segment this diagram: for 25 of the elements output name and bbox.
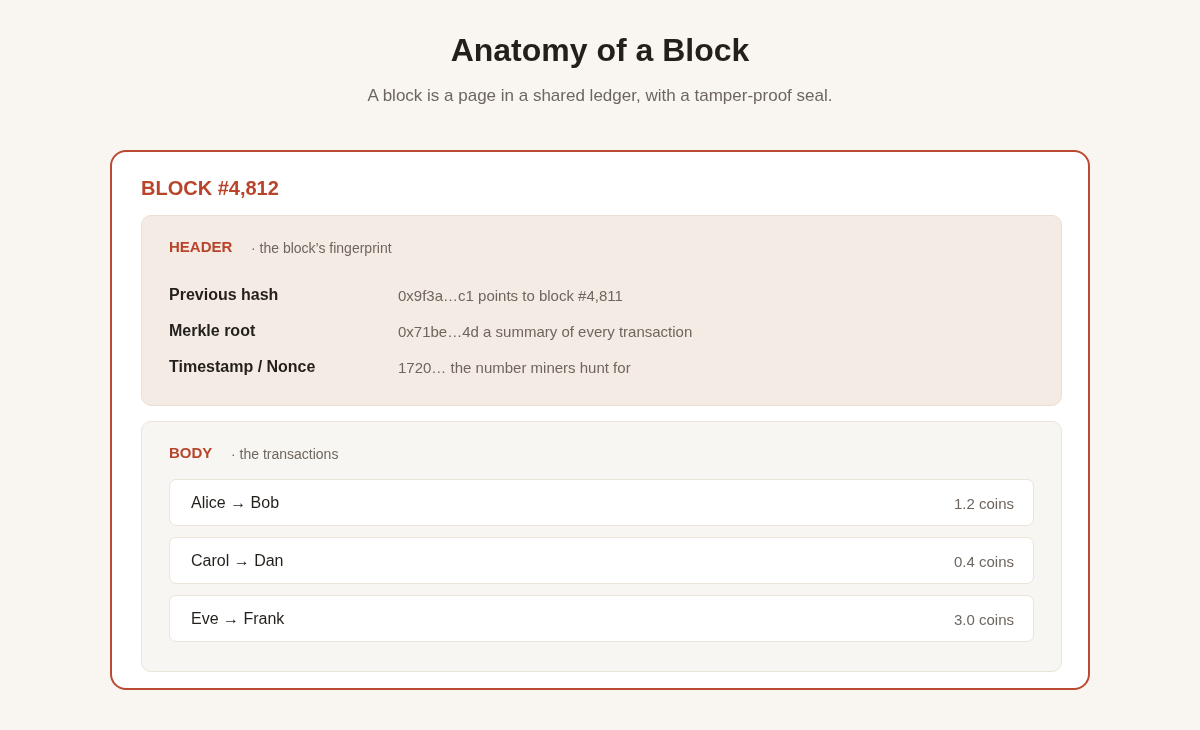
transaction-amount: 3.0 coins [953,610,1014,630]
field-value: 0x9f3a…c1 points to block #4,811 [398,286,623,306]
transaction-row [169,595,1034,642]
section-heading: HEADER [169,237,233,257]
transaction-parties: Eve → Frank [191,609,285,629]
section-note: · the transactions [231,445,339,464]
page-title: Anatomy of a Block [450,31,750,70]
block-card [110,150,1090,690]
transaction-amount: 0.4 coins [953,552,1014,572]
section-note: · the block’s fingerprint [251,239,392,258]
section-heading: BODY [169,443,213,463]
transaction-parties: Carol → Dan [191,551,284,571]
body-panel [141,421,1062,672]
field-value: 0x71be…4d a summary of every transaction [398,322,693,342]
field-label: Previous hash [169,285,279,305]
subtitle: A block is a page in a shared ledger, with a tamper-proof seal. [367,85,833,107]
block-title: BLOCK #4,812 [141,176,279,200]
transaction-amount: 1.2 coins [953,494,1014,514]
field-label: Merkle root [169,321,256,341]
transaction-row [169,479,1034,526]
field-value: 1720… the number miners hunt for [398,358,631,378]
field-label: Timestamp / Nonce [169,357,316,377]
transaction-parties: Alice → Bob [191,493,280,513]
header-panel [141,215,1062,406]
transaction-row [169,537,1034,584]
